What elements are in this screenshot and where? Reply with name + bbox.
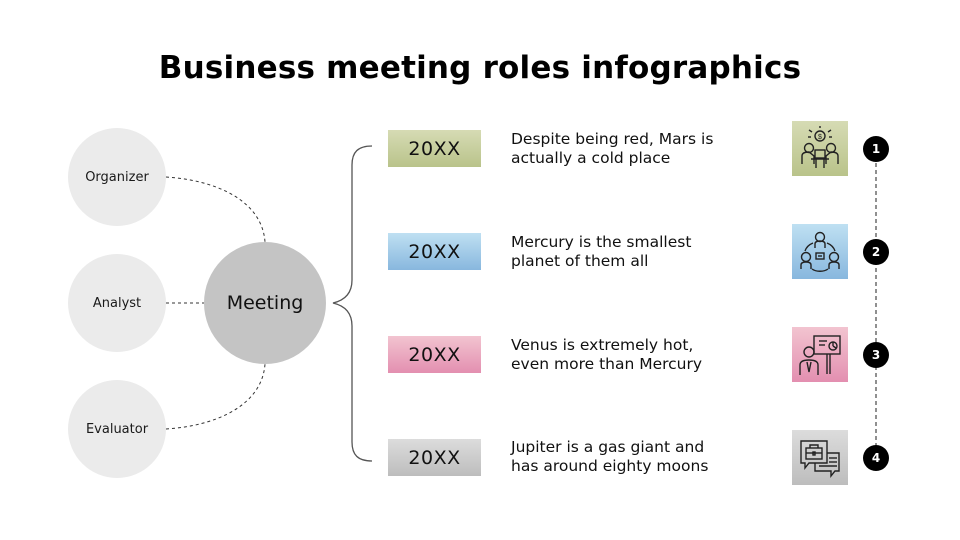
meeting-circle: Meeting bbox=[204, 242, 326, 364]
meeting-label: Meeting bbox=[226, 292, 304, 314]
step-number-label: 2 bbox=[871, 245, 881, 259]
step-number-4: 4 bbox=[863, 445, 889, 471]
description-4: Jupiter is a gas giant and has around ei… bbox=[511, 438, 761, 476]
role-label: Evaluator bbox=[85, 421, 149, 437]
year-label: 20XX bbox=[408, 446, 461, 469]
description-1: Despite being red, Mars is actually a co… bbox=[511, 130, 761, 168]
role-label: Analyst bbox=[92, 295, 142, 311]
business-meeting-money-icon: $ bbox=[792, 121, 848, 176]
description-line: Jupiter is a gas giant and bbox=[511, 438, 705, 456]
organizer-connector bbox=[165, 176, 266, 243]
year-label: 20XX bbox=[408, 240, 461, 263]
description-line: Despite being red, Mars is bbox=[511, 130, 714, 148]
presenter-chart-icon bbox=[792, 327, 848, 382]
description-line: actually a cold place bbox=[511, 149, 671, 167]
year-label: 20XX bbox=[408, 137, 461, 160]
step-number-3: 3 bbox=[863, 342, 889, 368]
description-line: Venus is extremely hot, bbox=[511, 336, 694, 354]
description-3: Venus is extremely hot, even more than M… bbox=[511, 336, 761, 374]
role-organizer: Organizer bbox=[68, 128, 166, 226]
step-number-label: 1 bbox=[871, 142, 881, 156]
year-badge-4: 20XX bbox=[388, 439, 481, 476]
description-2: Mercury is the smallest planet of them a… bbox=[511, 233, 761, 271]
role-label: Organizer bbox=[85, 169, 149, 185]
description-line: Mercury is the smallest bbox=[511, 233, 692, 251]
brace bbox=[332, 145, 373, 462]
step-number-label: 4 bbox=[871, 451, 881, 465]
page-title: Business meeting roles infographics bbox=[158, 50, 802, 86]
svg-text:$: $ bbox=[818, 134, 822, 141]
step-number-label: 3 bbox=[871, 348, 881, 362]
evaluator-connector bbox=[165, 363, 266, 430]
year-badge-2: 20XX bbox=[388, 233, 481, 270]
step-number-1: 1 bbox=[863, 136, 889, 162]
description-line: planet of them all bbox=[511, 252, 649, 270]
briefcase-chat-icon bbox=[792, 430, 848, 485]
role-evaluator: Evaluator bbox=[68, 380, 166, 478]
year-label: 20XX bbox=[408, 343, 461, 366]
description-line: has around eighty moons bbox=[511, 457, 709, 475]
step-number-2: 2 bbox=[863, 239, 889, 265]
year-badge-1: 20XX bbox=[388, 130, 481, 167]
role-analyst: Analyst bbox=[68, 254, 166, 352]
team-network-icon bbox=[792, 224, 848, 279]
year-badge-3: 20XX bbox=[388, 336, 481, 373]
description-line: even more than Mercury bbox=[511, 355, 703, 373]
